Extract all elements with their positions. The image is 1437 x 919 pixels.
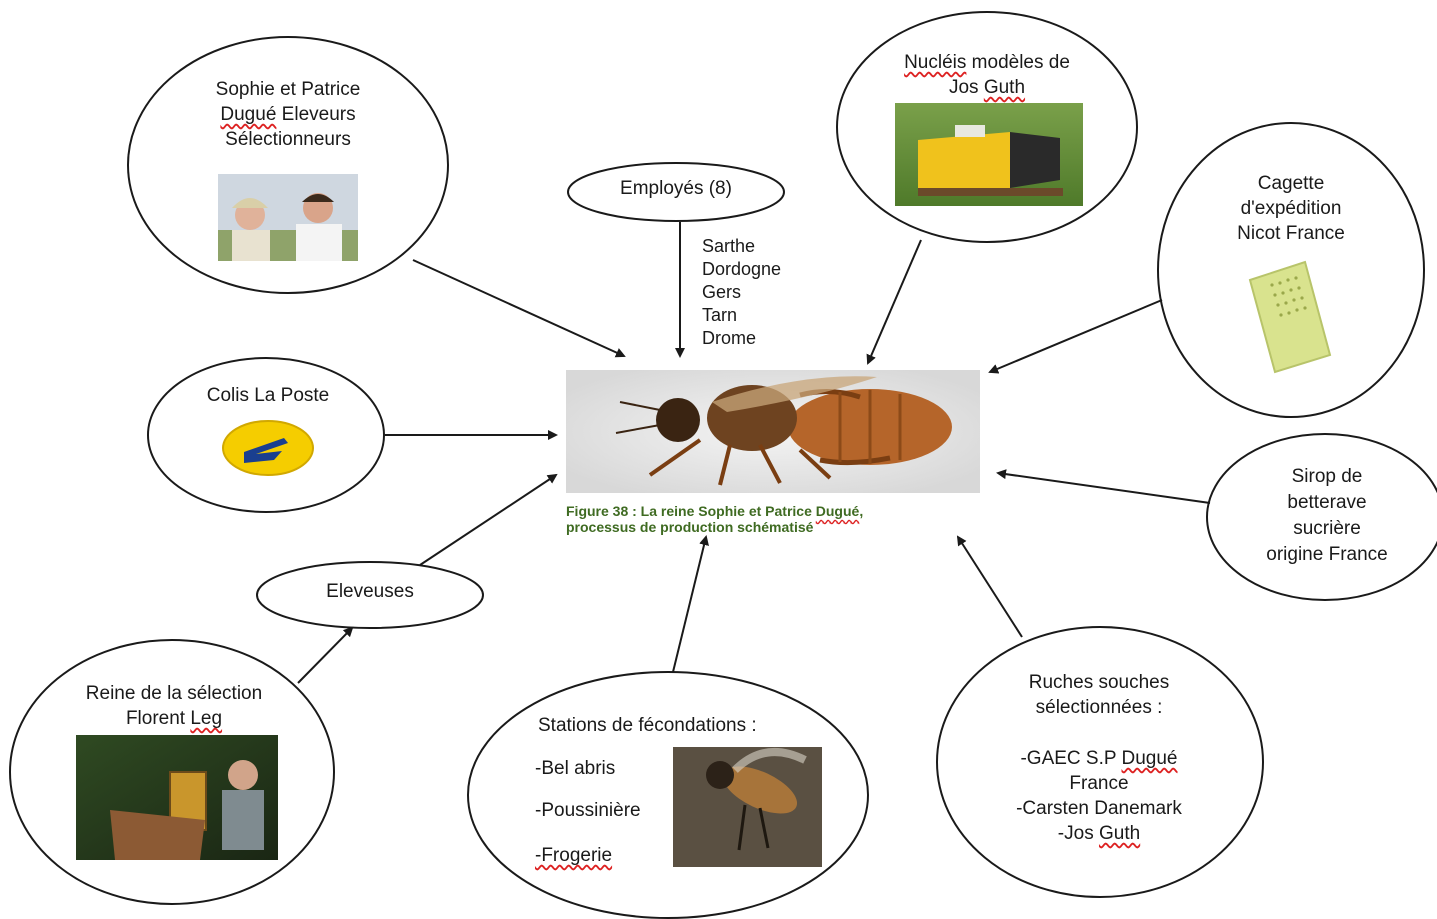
sirop-line1: Sirop de xyxy=(1291,466,1363,487)
sirop-line2: betterave xyxy=(1287,492,1367,513)
sirop-line3: sucrière xyxy=(1293,518,1361,539)
dugue-label: Sophie et Patrice Dugué Eleveurs Sélecti… xyxy=(168,77,408,152)
nucleis-word: Nucléis xyxy=(904,52,967,73)
arrow-nucleis xyxy=(866,239,922,365)
cagette-label: Cagette d'expédition Nicot France xyxy=(1191,171,1391,246)
node-eleveuses xyxy=(256,561,484,629)
nucleis-rest: modèles de xyxy=(966,52,1070,73)
caption-part1: Figure 38 : La reine Sophie et Patrice xyxy=(566,503,816,519)
arrow-cagette xyxy=(988,299,1163,374)
node-nucleis xyxy=(836,11,1138,243)
ruches-gaec: -GAEC S.P xyxy=(1020,748,1122,769)
departement-item: Gers xyxy=(702,282,742,302)
departement-item: Tarn xyxy=(702,305,738,325)
reine-surname: Leg xyxy=(190,708,223,729)
nucleis-first: Jos xyxy=(948,77,984,98)
cagette-image xyxy=(1248,260,1332,374)
nucleis-photo xyxy=(895,103,1083,206)
node-ruches xyxy=(936,626,1264,898)
node-reine-selection xyxy=(9,639,335,905)
employes-label: Employés (8) xyxy=(620,178,732,199)
ruches-line1: Ruches souches xyxy=(1028,672,1170,693)
departements-list: Sarthe Dordogne Gers Tarn Drome xyxy=(702,235,781,350)
arrow-sirop xyxy=(996,469,1211,504)
reine-selection-line2: Florent Leg xyxy=(54,706,294,731)
la-poste-logo xyxy=(222,420,314,476)
reine-selection-label: Reine de la sélection Florent Leg xyxy=(54,681,294,731)
dugue-role: Eleveurs xyxy=(276,104,356,125)
cagette-line3: Nicot France xyxy=(1237,223,1345,244)
frogerie-word: -Frogerie xyxy=(535,845,613,866)
stations-item-poussiniere: -Poussinière xyxy=(535,800,641,821)
node-employes xyxy=(567,162,785,222)
colis-label: Colis La Poste xyxy=(206,385,330,406)
cagette-line2: d'expédition xyxy=(1240,198,1342,219)
nucleis-label: Nucléis modèles de Jos Guth xyxy=(867,50,1107,100)
stations-item-frogerie: -Frogerie xyxy=(535,843,612,868)
departement-item: Dordogne xyxy=(702,259,782,279)
ruches-label: Ruches souches sélectionnées : -GAEC S.P… xyxy=(979,670,1219,846)
dugue-line2: Dugué Eleveurs xyxy=(168,102,408,127)
stations-title: Stations de fécondations : xyxy=(538,715,757,736)
ruches-line4: France xyxy=(1069,773,1129,794)
node-dugue xyxy=(127,36,449,294)
caption-line2: processus de production schématisé xyxy=(566,519,814,535)
caption-line1: Figure 38 : La reine Sophie et Patrice D… xyxy=(566,503,986,519)
caption-dugue: Dugué xyxy=(815,503,860,519)
dugue-line1: Sophie et Patrice xyxy=(215,79,361,100)
ruches-line6: -Jos Guth xyxy=(979,821,1219,846)
node-sirop xyxy=(1206,433,1437,601)
reine-selection-photo xyxy=(76,735,278,860)
nucleis-line1: Nucléis modèles de xyxy=(867,50,1107,75)
stations-bee-photo xyxy=(673,747,822,867)
node-colis xyxy=(147,357,385,513)
queen-bee-image xyxy=(566,370,980,493)
dugue-line3: Sélectionneurs xyxy=(225,129,351,150)
ruches-jos: -Jos xyxy=(1057,823,1099,844)
reine-first: Florent xyxy=(125,708,191,729)
reine-selection-line1: Reine de la sélection xyxy=(85,683,263,704)
sirop-label: Sirop de betterave sucrière origine Fran… xyxy=(1227,464,1427,568)
figure-caption: Figure 38 : La reine Sophie et Patrice D… xyxy=(566,503,986,535)
nucleis-line2: Jos Guth xyxy=(867,75,1107,100)
sirop-line4: origine France xyxy=(1266,544,1388,565)
departement-item: Drome xyxy=(702,328,757,348)
dugue-name: Dugué xyxy=(220,104,277,125)
arrow-ruches xyxy=(956,535,1023,638)
arrow-stations xyxy=(672,535,709,673)
eleveuses-label: Eleveuses xyxy=(326,581,414,602)
dugue-photo xyxy=(218,174,358,261)
node-stations xyxy=(467,671,869,919)
ruches-line3: -GAEC S.P Dugué xyxy=(979,746,1219,771)
caption-comma: , xyxy=(859,503,864,519)
arrow-dugue xyxy=(412,259,626,358)
ruches-line5: -Carsten Danemark xyxy=(1016,798,1182,819)
ruches-guth: Guth xyxy=(1098,823,1141,844)
nucleis-surname: Guth xyxy=(983,77,1026,98)
ruches-dugue: Dugué xyxy=(1121,748,1178,769)
arrow-reine-selection xyxy=(297,626,354,684)
stations-item-bel-abris: -Bel abris xyxy=(535,758,616,779)
arrow-eleveuses xyxy=(419,473,558,566)
ruches-line2: sélectionnées : xyxy=(1035,697,1163,718)
departement-item: Sarthe xyxy=(702,236,756,256)
node-cagette xyxy=(1157,122,1425,418)
cagette-line1: Cagette xyxy=(1257,173,1325,194)
